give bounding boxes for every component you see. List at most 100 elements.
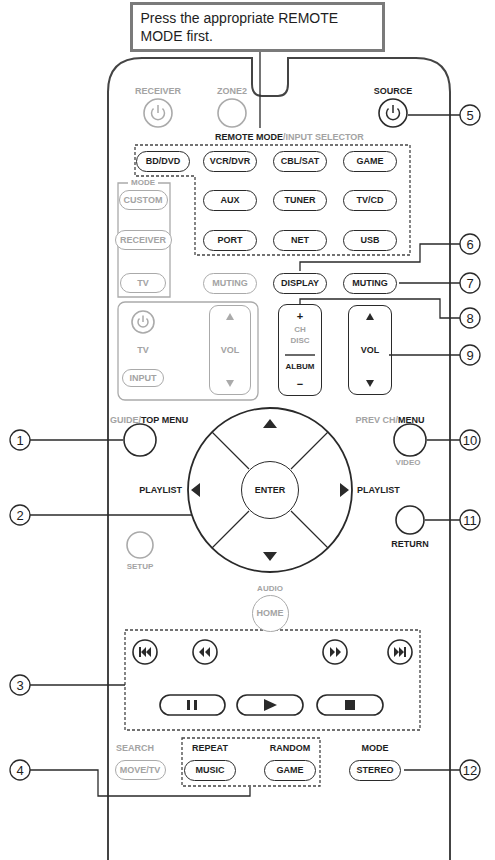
button-caption: VIDEO [396, 459, 421, 467]
remote-button: AUX [203, 190, 257, 211]
grey-vol-arrows-part [226, 380, 234, 387]
button-caption: PREV CH/ [355, 416, 398, 425]
transport-buttons-part [193, 640, 217, 664]
callout-circles-part [460, 105, 480, 125]
remote-button: TV [120, 273, 166, 293]
button-caption: MODE [362, 744, 389, 753]
leader-lines [30, 52, 460, 796]
black-buttons [124, 99, 426, 534]
remote-button: RECEIVER [115, 230, 172, 250]
button-label: GAME [357, 157, 384, 166]
button-label: Press the appropriate REMOTE MODE first. [141, 10, 374, 45]
button-label: NET [291, 236, 309, 245]
button-label: VOL [210, 346, 250, 355]
callout-circles-part [10, 430, 30, 450]
remote-button: MOVE/TV [115, 760, 166, 780]
callout-number: 4 [16, 764, 23, 777]
button-label: VOL [349, 346, 391, 355]
d-pad-part [212, 432, 328, 548]
button-label: HOME [257, 609, 284, 618]
button-label: ALBUM [279, 363, 321, 371]
instruction-box: Press the appropriate REMOTE MODE first. [130, 2, 385, 52]
remote-button: PORT [203, 230, 257, 251]
button-label: RECEIVER [120, 236, 166, 245]
remote-button: TUNER [273, 190, 327, 211]
remote-button: VCR/DVR [203, 151, 257, 172]
callout-number: 10 [463, 434, 477, 447]
callout-circles-part [460, 430, 480, 450]
transport-icons-part [139, 647, 141, 657]
rocker-button: +CHDISCALBUM− [278, 304, 322, 396]
leader-lines-part [404, 769, 460, 770]
power-icons-grey-part [152, 105, 165, 120]
button-label: PORT [217, 236, 242, 245]
transport-group [125, 630, 420, 730]
callout-number: 2 [16, 509, 23, 522]
remote-button: CUSTOM [119, 190, 168, 210]
button-caption: AUDIO [257, 585, 283, 593]
remote-button: USB [343, 230, 397, 251]
transport-buttons-part [237, 695, 303, 715]
button-label: MUSIC [196, 766, 225, 775]
callout-circles-part [460, 510, 480, 530]
callout-circles-part [10, 760, 30, 780]
grey-vol-arrows-part [226, 313, 234, 320]
callout-number: 9 [466, 349, 473, 362]
d-pad-part [191, 419, 349, 561]
callout-number: 3 [16, 679, 23, 692]
button-label: TV [137, 279, 149, 288]
black-buttons-part [394, 424, 426, 456]
callout-number: 7 [466, 277, 473, 290]
leader-lines-part [425, 519, 460, 520]
remote-button: ENTER [241, 461, 299, 519]
button-label: TV/CD [357, 196, 384, 205]
button-caption: PLAYLIST [139, 486, 182, 495]
remote-button: HOME [252, 595, 289, 632]
transport-icons-part [404, 647, 406, 657]
rocker-button: VOL [209, 305, 251, 395]
transport-buttons-part [133, 640, 157, 664]
button-label: DISC [279, 337, 321, 345]
transport-icons [139, 647, 406, 711]
callout-circles-part [460, 345, 480, 365]
remote-body-part [108, 58, 450, 860]
remote-button: GAME [343, 151, 397, 172]
button-caption: GUIDE/ [110, 416, 141, 425]
button-label: VCR/DVR [210, 157, 251, 166]
button-label: GAME [277, 766, 304, 775]
callout-number: 11 [463, 514, 477, 527]
transport-icons-part [187, 700, 190, 710]
leader-lines-part [399, 282, 460, 283]
button-caption: RANDOM [270, 744, 311, 753]
button-caption: REPEAT [192, 744, 228, 753]
power-icon [387, 105, 400, 120]
leader-lines-part [389, 354, 460, 355]
transport-icons-part [199, 647, 210, 657]
black-buttons-part [379, 99, 407, 127]
power-icons-grey-part [138, 316, 148, 328]
callout-circles-part [10, 505, 30, 525]
transport-icons-part [345, 700, 355, 710]
button-caption: SEARCH [116, 744, 154, 753]
button-label: − [279, 379, 321, 390]
transport-buttons-part [323, 640, 347, 664]
grey-buttons-part [127, 532, 153, 558]
remote-button: DISPLAY [273, 273, 327, 294]
button-label: MUTING [212, 279, 248, 288]
remote-button: MUTING [203, 273, 257, 294]
tv-group-outline [118, 302, 258, 400]
button-label: ENTER [255, 486, 286, 495]
leader-lines-part [30, 684, 125, 685]
remote-body [108, 58, 450, 860]
leader-lines-part [408, 114, 460, 115]
transport-icons-part [194, 700, 197, 710]
callout-number: 1 [16, 434, 23, 447]
button-caption: SOURCE [374, 87, 413, 96]
grey-buttons-part [218, 99, 246, 127]
button-label: CUSTOM [124, 196, 163, 205]
transport-icons-part [264, 699, 277, 711]
callout-number: 12 [463, 764, 477, 777]
remote-button: TV/CD [343, 190, 397, 211]
input-selector-group [135, 145, 410, 255]
